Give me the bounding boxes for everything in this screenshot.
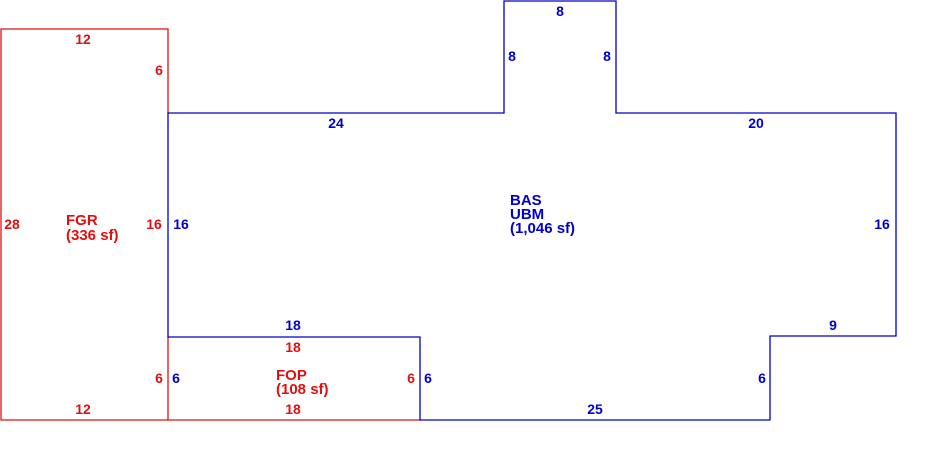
garage-dim-right-lower: 6 bbox=[155, 370, 163, 386]
main-area-label-code2: UBM bbox=[510, 206, 544, 223]
main-dim-porch-right: 6 bbox=[424, 370, 432, 386]
porch-dim-right: 6 bbox=[407, 370, 415, 386]
garage-dim-left: 28 bbox=[4, 216, 20, 232]
main-area-label-code1: BAS bbox=[510, 192, 542, 209]
main-dim-porch-top: 18 bbox=[285, 317, 301, 333]
main-dim-bottom-right: 9 bbox=[829, 317, 837, 333]
main-house-outline bbox=[167, 0, 897, 421]
porch-outline bbox=[167, 337, 420, 421]
garage-outline bbox=[0, 28, 169, 421]
porch-dim-top: 18 bbox=[285, 339, 301, 355]
main-dim-porch-left: 6 bbox=[172, 370, 180, 386]
main-dim-bump-right: 8 bbox=[603, 48, 611, 64]
porch-label-size: (108 sf) bbox=[276, 381, 329, 398]
porch-dim-bottom: 18 bbox=[285, 401, 301, 417]
garage-dim-bottom: 12 bbox=[75, 401, 91, 417]
garage-dim-top: 12 bbox=[75, 31, 91, 47]
main-dim-notch: 6 bbox=[758, 370, 766, 386]
main-dim-right: 16 bbox=[874, 216, 890, 232]
garage-label-size: (336 sf) bbox=[66, 227, 119, 244]
main-area-label-size: (1,046 sf) bbox=[510, 220, 575, 237]
garage-label-code: FGR bbox=[66, 212, 98, 229]
main-dim-bottom: 25 bbox=[587, 401, 603, 417]
main-dim-bump-top: 8 bbox=[556, 3, 564, 19]
main-dim-top-left: 24 bbox=[328, 115, 344, 131]
main-dim-left: 16 bbox=[173, 216, 189, 232]
porch-label-code: FOP bbox=[276, 367, 307, 384]
garage-dim-right-mid: 16 bbox=[146, 216, 162, 232]
garage-dim-right-upper: 6 bbox=[155, 62, 163, 78]
main-dim-bump-left: 8 bbox=[508, 48, 516, 64]
main-dim-top-right: 20 bbox=[748, 115, 764, 131]
